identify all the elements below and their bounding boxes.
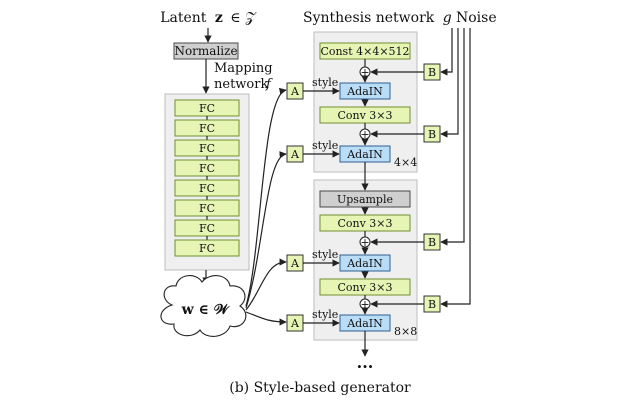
fc-layers: FC FC FC FC FC FC FC FC <box>174 99 240 257</box>
style-label-2: style <box>312 139 338 152</box>
const-label: Const 4×4×512 <box>320 45 409 58</box>
b-label-2: B <box>428 128 436 141</box>
synthesis-title: Synthesis network g <box>303 10 452 26</box>
noise-line-2 <box>440 28 459 138</box>
fc-layer-label: FC <box>199 222 215 235</box>
style-label-3: style <box>312 248 338 261</box>
upsample-label: Upsample <box>337 193 393 206</box>
fc-layer-label: FC <box>199 102 215 115</box>
fc-layer-label: FC <box>199 202 215 215</box>
adain-label-4: AdaIN <box>346 317 383 330</box>
mapping-label-f: f <box>265 77 273 92</box>
w-cloud <box>160 275 247 337</box>
fc-layer-label: FC <box>199 182 215 195</box>
fc-layer-label: FC <box>199 242 215 255</box>
adain-label-1: AdaIN <box>346 85 383 98</box>
figure-caption: (b) Style-based generator <box>229 380 411 396</box>
b-label-1: B <box>428 66 436 79</box>
resolution-label-8x8: 8×8 <box>394 325 417 338</box>
style-label-4: style <box>312 308 338 321</box>
conv-label-1: Conv 3×3 <box>337 109 392 122</box>
w-to-a3 <box>245 258 287 311</box>
w-label: w ∈ 𝒲 <box>181 302 231 318</box>
noise-line-1 <box>440 28 453 76</box>
fc-layer-box <box>174 239 240 257</box>
style-label-1: style <box>312 76 338 89</box>
normalize-label: Normalize <box>174 44 237 58</box>
latent-label: Latent z ∈ 𝒵 <box>160 10 257 26</box>
conv-label-3: Conv 3×3 <box>337 281 392 294</box>
a-label-3: A <box>290 257 300 270</box>
fc-layer-label: FC <box>199 162 215 175</box>
fc-layer-label: FC <box>199 122 215 135</box>
plus-sign-3: + <box>360 236 369 249</box>
w-to-a2 <box>245 151 287 309</box>
a-label-1: A <box>290 85 300 98</box>
noise-line-4 <box>440 28 471 308</box>
plus-sign-1: + <box>360 66 369 79</box>
a-label-4: A <box>290 317 300 330</box>
mapping-label-line1: Mapping <box>214 61 273 76</box>
w-to-a4 <box>245 311 287 326</box>
w-to-a1 <box>245 87 287 307</box>
resolution-label-4x4: 4×4 <box>394 156 417 169</box>
b-label-3: B <box>428 236 436 249</box>
a-label-2: A <box>290 148 300 161</box>
noise-label: Noise <box>456 10 497 26</box>
b-label-4: B <box>428 298 436 311</box>
mapping-label-line2: network <box>214 77 268 92</box>
plus-sign-2: + <box>360 128 369 141</box>
adain-label-3: AdaIN <box>346 257 383 270</box>
continuation-dots: ··· <box>357 357 374 376</box>
conv-label-2: Conv 3×3 <box>337 217 392 230</box>
noise-line-3 <box>440 28 465 246</box>
adain-label-2: AdaIN <box>346 148 383 161</box>
fc-layer-label: FC <box>199 142 215 155</box>
plus-sign-4: + <box>360 298 369 311</box>
